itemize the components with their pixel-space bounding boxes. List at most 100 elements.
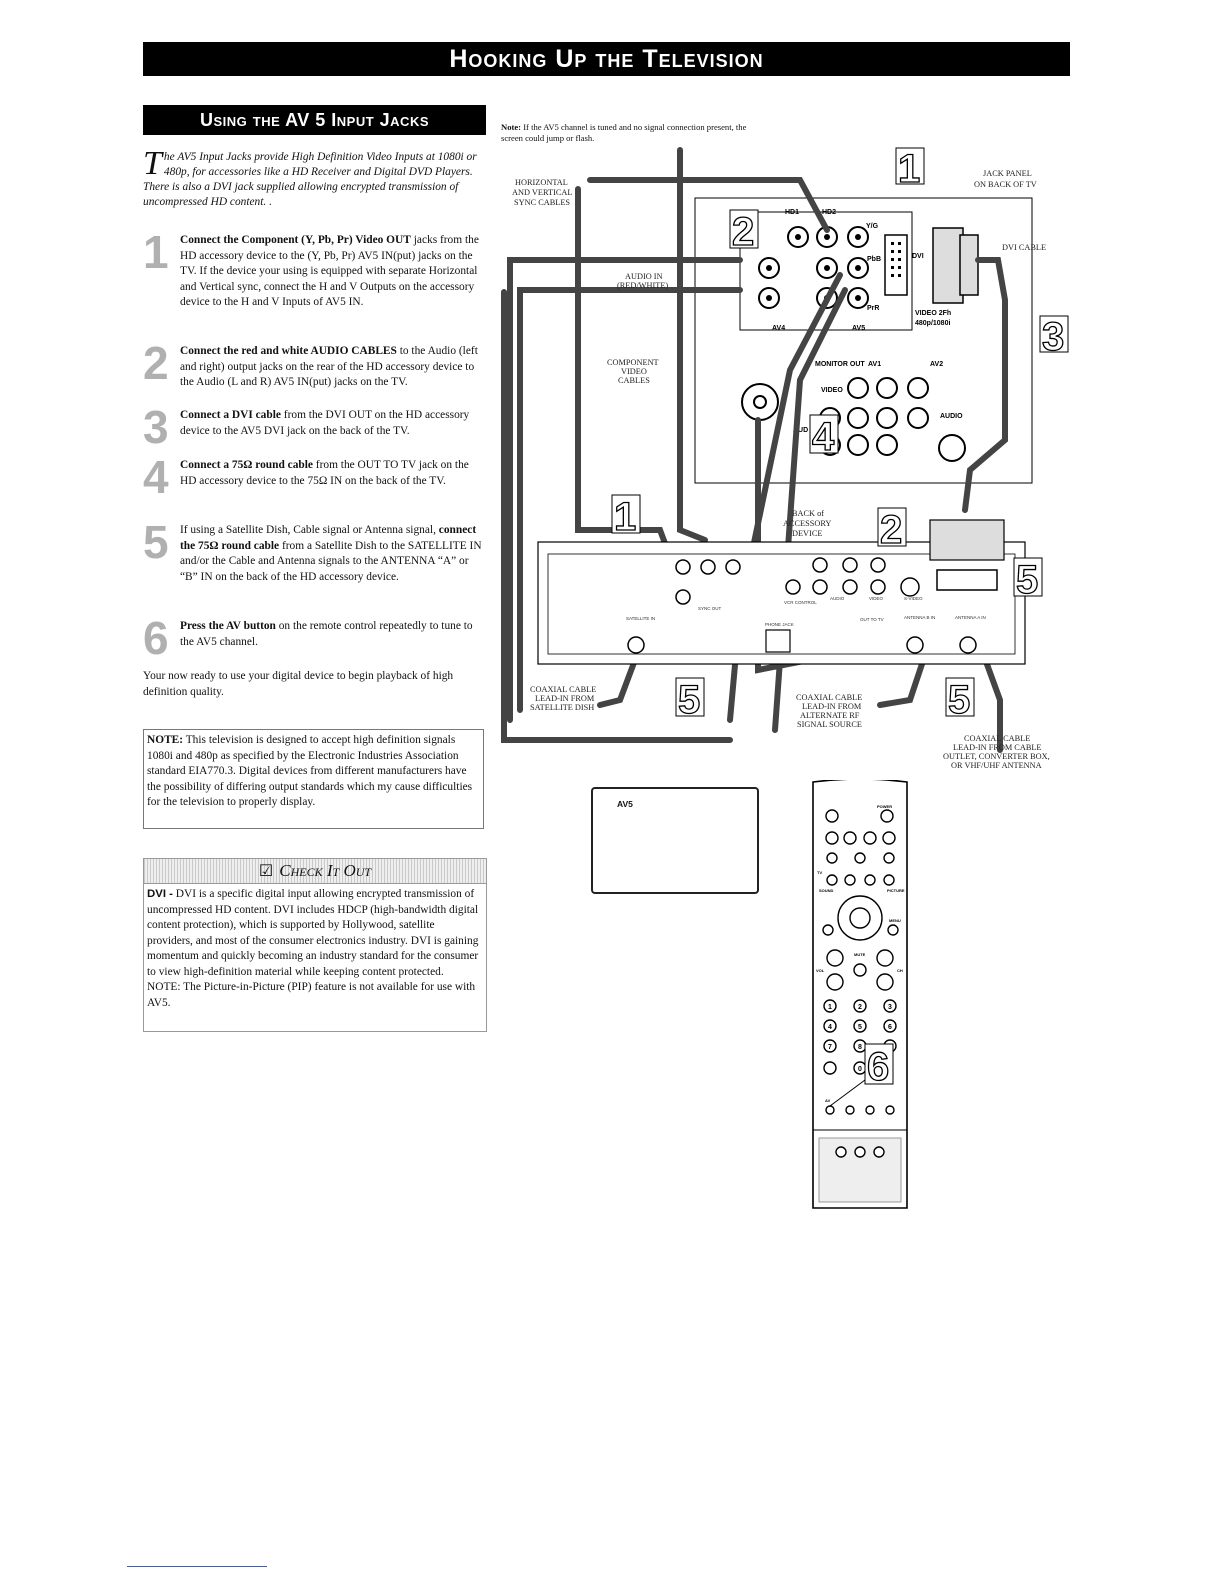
step-bold: Press the AV button — [180, 620, 276, 632]
dvi-connector-icon — [932, 227, 979, 304]
ch-down-icon — [876, 973, 894, 991]
jack-panel-label: JACK PANEL — [983, 169, 1032, 178]
phone-jack-icon — [765, 629, 791, 653]
hv-sync-label: HORIZONTAL — [515, 178, 568, 187]
pip-note: NOTE: The Picture-in-Picture (PIP) featu… — [147, 981, 476, 1009]
hv-sync-label: SYNC CABLES — [514, 198, 570, 207]
footer-rule — [127, 1566, 267, 1567]
callout-4: 4 — [812, 415, 835, 459]
label-pbb: PbB — [867, 256, 881, 263]
check-it-out-title: Check It Out — [279, 861, 372, 880]
hv-sync-label: AND VERTICAL — [512, 188, 572, 197]
callout-5-top: 5 — [1016, 558, 1038, 602]
callout-6-box — [864, 1043, 894, 1085]
remote-vol-label: VOL — [816, 968, 825, 973]
step-text: on the remote control repeatedly to tune… — [180, 620, 473, 648]
label-yg: Y/G — [866, 223, 879, 230]
step-text: to the Audio (left and right) output jac… — [180, 345, 478, 388]
callout-1-bottom: 1 — [614, 495, 636, 539]
callouts: 1 2 3 4 1 2 5 5 5 — [611, 146, 1069, 723]
section-title: Using the AV 5 Input Jacks — [143, 105, 486, 135]
callout-6: 6 — [867, 1045, 889, 1089]
accessory-jacks — [627, 557, 977, 654]
coax-rf-label: LEAD-IN FROM — [802, 702, 862, 711]
ffwd-icon — [882, 831, 896, 845]
remote-ch-label: CH — [897, 968, 903, 973]
step-1: 1 Connect the Component (Y, Pb, Pr) Vide… — [143, 229, 488, 311]
step-number: 5 — [143, 516, 169, 568]
dvi-term: DVI - — [147, 888, 173, 900]
step-number: 4 — [143, 451, 169, 503]
label-av1: AV1 — [868, 361, 881, 368]
diagram-note-label: Note: — [501, 122, 522, 132]
remote-menu-label: MENU — [889, 918, 901, 923]
label-hd1: HD1 — [785, 209, 799, 216]
av5-jacks — [758, 226, 869, 309]
label-prr: PrR — [867, 305, 879, 312]
label-audio: AUDIO — [940, 413, 963, 420]
play-icon — [863, 831, 877, 845]
remote-control: POWER 1 2 3 4 5 6 7 8 9 0 TV SOUND PICTU… — [812, 780, 908, 1209]
ch-up-icon — [876, 949, 894, 967]
tv-jack-panel — [694, 197, 1033, 484]
coax-cable-label: COAXIAL CABLE — [964, 734, 1030, 743]
vol-down-icon — [826, 973, 844, 991]
label-aud: AUD — [793, 427, 808, 434]
step-text: from the DVI OUT on the HD accessory dev… — [180, 409, 470, 437]
callout-2-top: 2 — [732, 210, 754, 254]
callout-5-right: 5 — [948, 678, 970, 722]
checkbox-icon: ☑ — [258, 863, 274, 880]
label-phone-jack: PHONE JACK — [765, 622, 794, 627]
label-antenna-b: ANTENNA B IN — [904, 615, 935, 620]
callout-5-left: 5 — [678, 678, 700, 722]
back-accessory-label: BACK of — [792, 509, 824, 518]
digit-0: 0 — [858, 1066, 862, 1073]
label-video: VIDEO — [821, 387, 843, 394]
step-text: from a Satellite Dish to the SATELLITE I… — [180, 539, 482, 583]
remote-sound-label: SOUND — [819, 888, 834, 893]
step-6: 6 Press the AV button on the remote cont… — [143, 615, 488, 661]
check-it-out-box: DVI - DVI is a specific digital input al… — [143, 884, 487, 1032]
rewind-icon — [825, 831, 839, 845]
step-bold: Connect the Component (Y, Pb, Pr) Video … — [180, 234, 411, 246]
remote-power-label: POWER — [877, 804, 892, 809]
digit-2: 2 — [858, 1004, 862, 1011]
label-dev-video: VIDEO — [869, 596, 884, 601]
note-text: This television is designed to accept hi… — [147, 734, 473, 808]
step-2: 2 Connect the red and white AUDIO CABLES… — [143, 340, 488, 391]
step-number: 1 — [143, 226, 169, 278]
diagram-labels: HORIZONTAL AND VERTICAL SYNC CABLES JACK… — [512, 169, 1050, 770]
intro-text: he AV5 Input Jacks provide High Definiti… — [143, 151, 477, 208]
remote-picture-label: PICTURE — [887, 888, 905, 893]
diagram-note: Note: If the AV5 channel is tuned and no… — [501, 122, 761, 144]
step-number: 3 — [143, 401, 169, 453]
diagram-note-text: If the AV5 channel is tuned and no signa… — [501, 122, 747, 143]
label-hd2: HD2 — [822, 209, 836, 216]
coax-sat-label: SATELLITE DISH — [530, 703, 594, 712]
coax-cable-label: OR VHF/UHF ANTENNA — [951, 761, 1042, 770]
component-label: VIDEO — [621, 367, 647, 376]
label-dev-audio: AUDIO — [830, 596, 845, 601]
step-number: 6 — [143, 612, 169, 664]
dvi-cable-label: DVI CABLE — [1002, 243, 1046, 252]
step-pre: If using a Satellite Dish, Cable signal … — [180, 524, 439, 536]
label-av4: AV4 — [772, 325, 785, 332]
stop-icon — [843, 831, 857, 845]
step-bold: connect the 75Ω round cable — [180, 524, 477, 552]
step-bold: Connect the red and white AUDIO CABLES — [180, 345, 397, 357]
vol-up-icon — [826, 949, 844, 967]
audio-in-label: AUDIO IN — [625, 272, 663, 281]
digit-8: 8 — [858, 1044, 862, 1051]
step-bold: Connect a DVI cable — [180, 409, 281, 421]
jack-panel-label: ON BACK OF TV — [974, 180, 1037, 189]
step-5: 5 If using a Satellite Dish, Cable signa… — [143, 519, 488, 585]
digit-3: 3 — [888, 1004, 892, 1011]
remote-buttons — [822, 809, 899, 1158]
step-number: 2 — [143, 337, 169, 389]
remote-tv-label: TV — [817, 870, 822, 875]
dvi-port-icon — [884, 234, 908, 296]
label-dvi: DVI — [912, 253, 924, 260]
coax-sat-label: LEAD-IN FROM — [535, 694, 595, 703]
dvi-plug-icon — [929, 519, 1005, 561]
